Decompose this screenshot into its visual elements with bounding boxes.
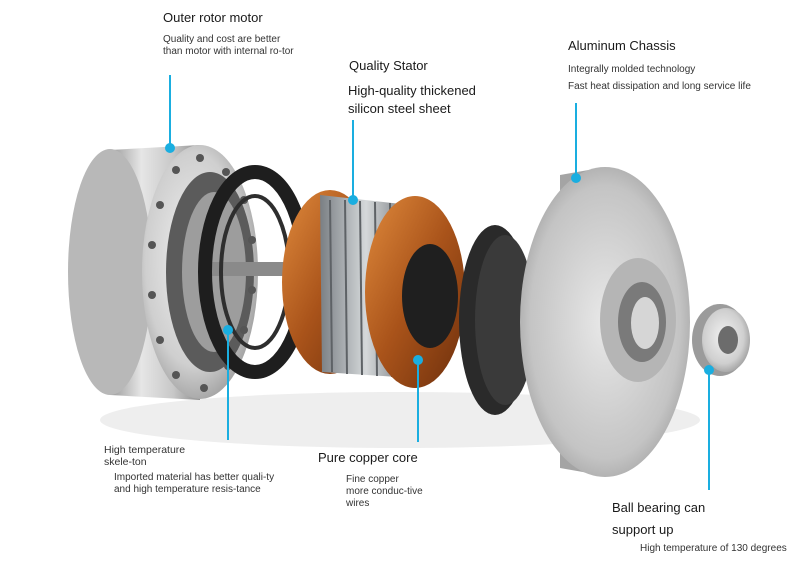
ball-bearing	[692, 304, 750, 376]
outer-rotor-title: Outer rotor motor	[163, 10, 263, 25]
bearing-line1: Ball bearing can	[612, 500, 706, 515]
bearing-line2: support up	[612, 522, 674, 537]
stator-title: Quality Stator	[349, 58, 428, 73]
copper-title: Pure copper core	[318, 450, 418, 465]
outer-rotor-desc: Quality and cost are better than motor w…	[163, 34, 294, 57]
aluminum-chassis	[520, 167, 690, 477]
skeleton-desc: Imported material has better quali-ty an…	[114, 472, 275, 495]
black-seal-disc	[459, 225, 535, 415]
chassis-line1: Integrally molded technology	[568, 64, 696, 75]
stator-line1: High-quality thickened	[348, 83, 476, 98]
stator-copper	[282, 190, 465, 388]
chassis-line2: Fast heat dissipation and long service l…	[568, 81, 751, 92]
bearing-desc: High temperature of 130 degrees	[640, 543, 787, 554]
skeleton-title: High temperature skele-ton	[104, 444, 186, 468]
stator-line2: silicon steel sheet	[348, 101, 451, 116]
copper-desc: Fine copper more conduc-tive wires	[346, 474, 423, 509]
chassis-title: Aluminum Chassis	[568, 38, 676, 53]
